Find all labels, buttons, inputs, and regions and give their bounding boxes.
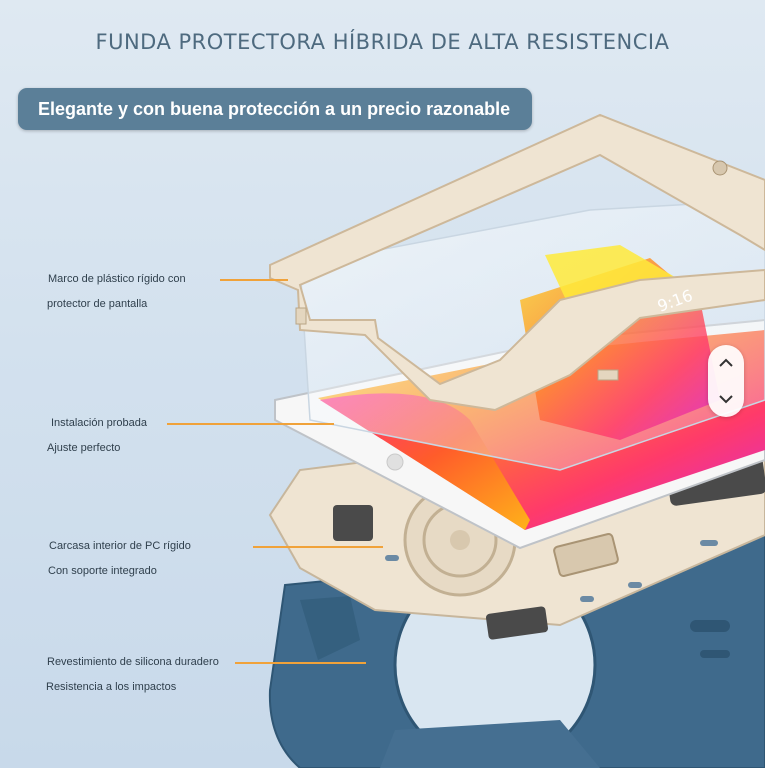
callout-install-detail: Ajuste perfecto <box>47 442 121 454</box>
callout-frame-detail: protector de pantalla <box>47 298 148 310</box>
page-title: FUNDA PROTECTORA HÍBRIDA DE ALTA RESISTE… <box>95 30 670 54</box>
callout-silicone-title: Revestimiento de silicona duradero <box>47 656 219 668</box>
hard-plastic-frame <box>269 113 765 412</box>
scroll-down-button[interactable] <box>708 381 744 417</box>
callout-shell-detail: Con soporte integrado <box>48 565 157 577</box>
callout-frame-title: Marco de plástico rígido con <box>48 273 186 285</box>
chevron-down-icon <box>719 395 733 404</box>
image-scroll-control <box>708 345 744 417</box>
scroll-up-button[interactable] <box>708 345 744 381</box>
subtitle-banner: Elegante y con buena protección a un pre… <box>18 88 532 130</box>
callout-silicone-detail: Resistencia a los impactos <box>46 681 177 693</box>
chevron-up-icon <box>719 358 733 367</box>
callout-shell-title: Carcasa interior de PC rígido <box>49 540 191 552</box>
callout-install-title: Instalación probada <box>51 417 148 429</box>
